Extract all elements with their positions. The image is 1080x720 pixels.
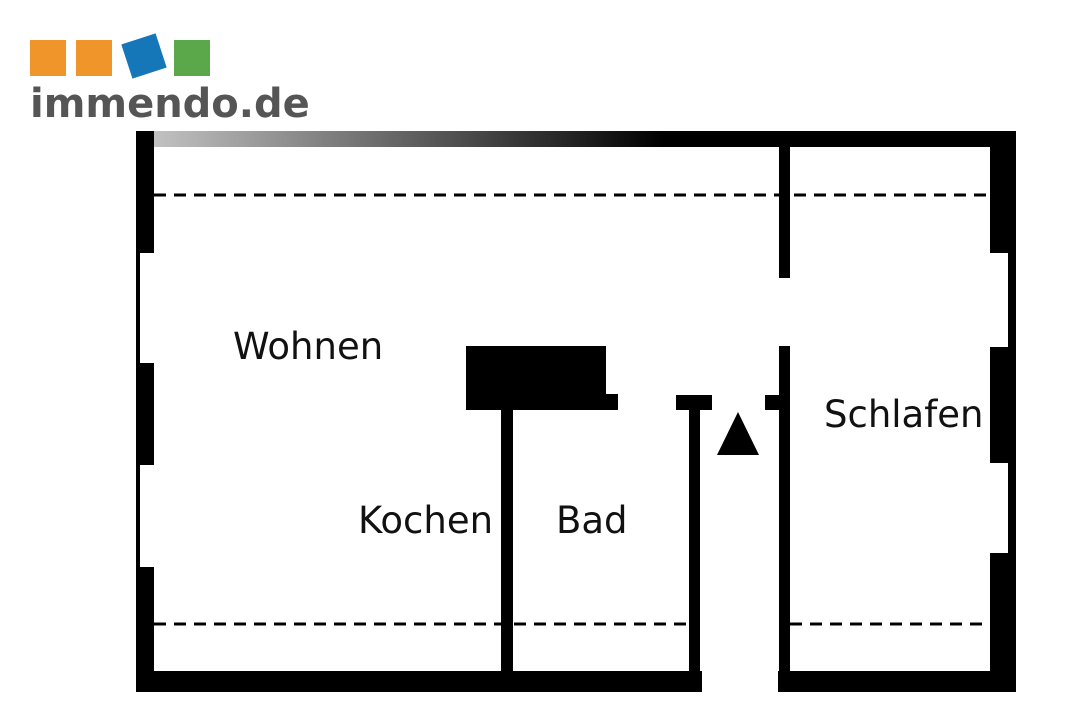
right-wall-segment-3 bbox=[990, 553, 1016, 692]
left-wall-segment-1 bbox=[136, 131, 154, 253]
logo-text: immendo.de bbox=[30, 81, 310, 127]
wall-wohnen-schlafen-lower bbox=[779, 346, 790, 672]
wall-bad-door-header bbox=[676, 395, 712, 410]
room-label-schlafen: Schlafen bbox=[824, 393, 984, 436]
stairs-arrow-icon bbox=[717, 412, 759, 455]
room-label-wohnen: Wohnen bbox=[233, 325, 384, 368]
right-wall-window-1 bbox=[1008, 253, 1016, 347]
chimney-ledge bbox=[600, 394, 618, 410]
wall-kochen-bad bbox=[501, 408, 513, 672]
outer-wall-bottom-right bbox=[778, 671, 1016, 692]
logo: immendo.de bbox=[28, 32, 310, 132]
outer-wall-bottom-left bbox=[136, 671, 702, 692]
left-wall-window-2 bbox=[136, 465, 140, 567]
logo-square-orange-1 bbox=[30, 40, 66, 76]
left-wall-segment-2 bbox=[136, 363, 154, 465]
room-label-bad: Bad bbox=[556, 499, 628, 542]
logo-square-green bbox=[174, 40, 210, 76]
right-wall-window-2 bbox=[1008, 463, 1016, 553]
outer-wall-top bbox=[136, 131, 1016, 147]
wall-stub-schlafen-door bbox=[765, 395, 781, 410]
room-label-kochen: Kochen bbox=[358, 499, 494, 542]
logo-square-blue bbox=[121, 33, 167, 79]
logo-square-orange-2 bbox=[76, 40, 112, 76]
right-wall-segment-2 bbox=[990, 347, 1016, 463]
right-wall-segment-1 bbox=[990, 131, 1016, 253]
chimney-block bbox=[466, 346, 606, 410]
left-wall-segment-3 bbox=[136, 567, 154, 692]
left-wall-window-1 bbox=[136, 253, 140, 363]
wall-bad-flur bbox=[689, 408, 700, 672]
logo-squares-icon bbox=[30, 33, 210, 79]
wall-wohnen-schlafen-upper bbox=[779, 147, 790, 278]
